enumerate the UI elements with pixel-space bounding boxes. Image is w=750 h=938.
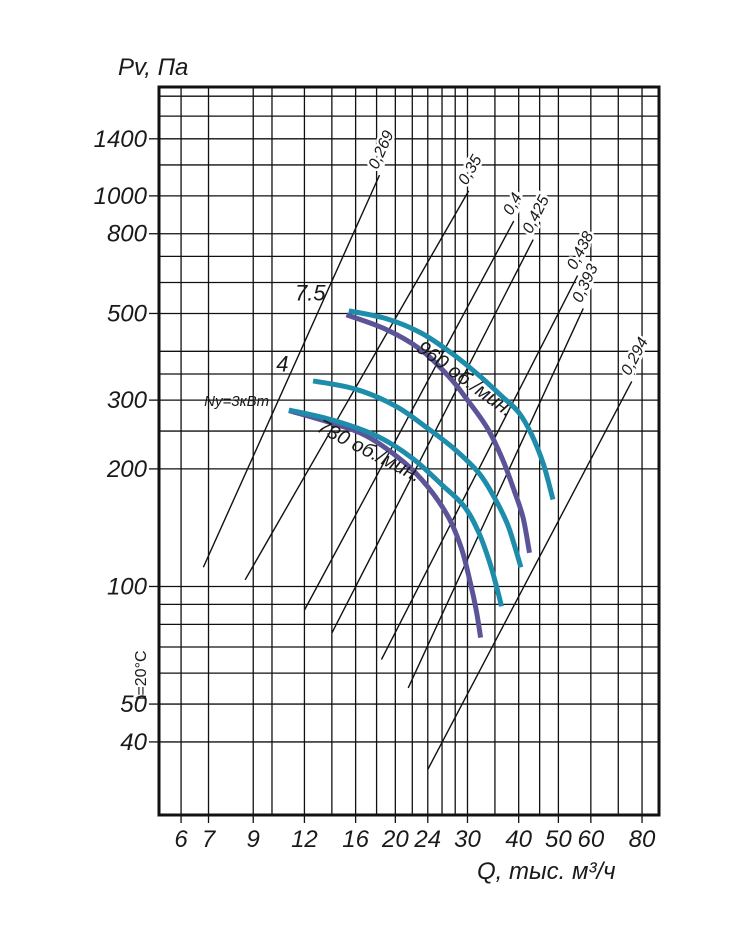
temperature-note: t=20°C	[133, 650, 150, 700]
x-tick-label: 80	[629, 826, 656, 853]
x-tick-label: 50	[545, 826, 572, 853]
y-tick-label: 200	[106, 456, 148, 483]
x-tick-label: 7	[202, 826, 217, 853]
performance-curve	[312, 378, 524, 568]
y-axis-title: Pv, Па	[118, 54, 188, 81]
y-tick-label: 300	[107, 387, 148, 414]
x-tick-label: 40	[505, 826, 532, 853]
y-tick-label: 800	[107, 221, 148, 248]
x-tick-label: 20	[381, 826, 409, 853]
y-tick-label: 1000	[94, 183, 148, 210]
x-tick-label: 12	[291, 826, 318, 853]
y-tick-label: 100	[107, 573, 148, 600]
x-axis-title: Q, тыс. м³/ч	[477, 858, 616, 885]
y-tick-label: 40	[120, 729, 147, 756]
x-tick-label: 30	[454, 826, 481, 853]
efficiency-line	[244, 190, 470, 581]
efficiency-label: 0,294	[618, 335, 652, 378]
performance-curve	[288, 408, 484, 638]
performance-curve	[348, 308, 556, 501]
efficiency-line	[202, 174, 381, 568]
y-tick-label: 500	[107, 300, 148, 327]
x-tick-label: 60	[577, 826, 604, 853]
performance-curve	[288, 407, 504, 607]
power-label: 4	[276, 352, 288, 377]
x-tick-label: 9	[247, 826, 260, 853]
x-tick-label: 6	[174, 826, 188, 853]
y-tick-label: 50	[120, 691, 147, 718]
performance-curves	[288, 308, 556, 638]
efficiency-label: 0,35	[455, 152, 485, 188]
x-tick-label: 24	[413, 826, 441, 853]
plot-frame	[157, 85, 661, 817]
performance-curve	[345, 312, 532, 554]
power-label: Ny=3кВт	[204, 393, 269, 410]
rpm-label: 730 об./мин.	[313, 416, 424, 487]
efficiency-line	[331, 239, 534, 634]
efficiency-line	[427, 381, 633, 770]
y-tick-label: 1400	[94, 126, 148, 153]
efficiency-label: 0,4	[500, 190, 526, 218]
x-tick-label: 16	[342, 826, 369, 853]
efficiency-line	[380, 275, 579, 660]
power-label: 7.5	[295, 280, 326, 305]
